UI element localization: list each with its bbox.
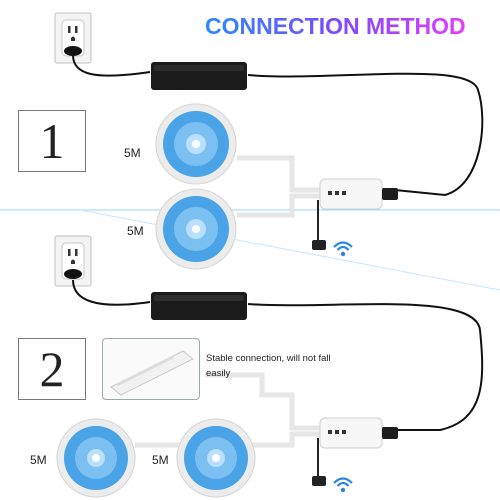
controller-icon: [319, 417, 398, 449]
connector-closeup: [102, 338, 200, 400]
connector-icon: [312, 476, 326, 486]
strip-length-label: 5M: [152, 453, 169, 467]
title-text: CONNECTION METHOD: [205, 13, 466, 39]
method-1-number: 1: [39, 113, 65, 169]
connector-icon: [110, 350, 194, 396]
method-1-cables: [72, 54, 484, 243]
method-1-number-box: 1: [18, 110, 86, 172]
wall-outlet-icon: [54, 12, 92, 64]
wifi-icon: [333, 241, 353, 257]
wall-outlet-icon: [54, 235, 92, 287]
connector-icon: [312, 240, 326, 250]
method-2-number: 2: [39, 341, 65, 397]
led-strip-reel-icon: [56, 418, 136, 498]
power-adapter-icon: [151, 292, 247, 320]
led-strip-reel-icon: [176, 418, 256, 498]
power-adapter-icon: [151, 62, 247, 90]
led-strip-reel-icon: [155, 188, 237, 270]
wifi-icon: [333, 477, 353, 493]
controller-icon: [319, 178, 398, 210]
strip-length-label: 5M: [127, 224, 144, 238]
led-strip-reel-icon: [155, 103, 237, 185]
callout-text: Stable connection, will not fall easily: [206, 353, 331, 379]
strip-length-label: 5M: [30, 453, 47, 467]
page-title: CONNECTION METHOD: [205, 13, 466, 39]
strip-length-label: 5M: [124, 146, 141, 160]
method-2-number-box: 2: [18, 338, 86, 400]
